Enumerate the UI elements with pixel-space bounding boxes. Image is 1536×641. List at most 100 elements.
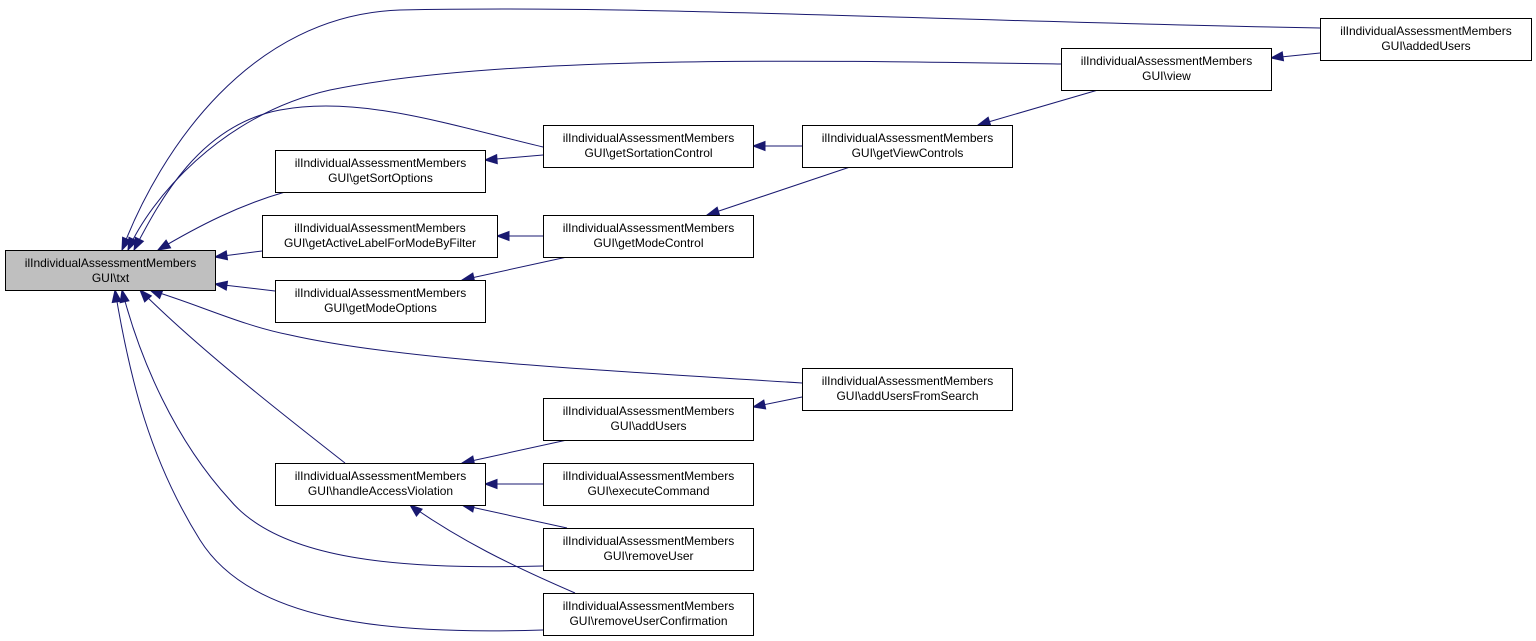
node-getActiveLabelForModeByFilter[interactable]: ilIndividualAssessmentMembersGUI\getActi…: [262, 215, 498, 258]
edge-addUsers-to-handleAccessViolation: [460, 439, 568, 466]
edge-arrowhead: [156, 239, 172, 251]
edge-arrowhead: [213, 250, 229, 261]
edge-line: [157, 191, 286, 251]
edge-getModeOptions-to-txt: [213, 280, 276, 292]
node-label-line1: ilIndividualAssessmentMembers: [563, 404, 734, 418]
node-box[interactable]: [543, 215, 754, 258]
node-label-line1: ilIndividualAssessmentMembers: [1081, 54, 1252, 68]
node-label-line2: GUI\view: [1142, 69, 1191, 83]
edge-arrowhead: [1269, 51, 1285, 62]
node-label-line2: GUI\removeUser: [603, 549, 693, 563]
edge-line: [706, 166, 851, 216]
edge-arrowhead: [213, 280, 229, 291]
edge-arrowhead: [751, 140, 766, 152]
edge-removeUser-to-txt: [119, 288, 544, 568]
node-box[interactable]: [543, 593, 754, 636]
node-label-line2: GUI\getActiveLabelForModeByFilter: [284, 236, 476, 250]
node-label-line2: GUI\handleAccessViolation: [308, 484, 453, 498]
edge-getModeControl-to-getActiveLabelForModeByFilter: [495, 230, 543, 242]
edge-line: [139, 289, 346, 464]
node-label-line2: GUI\getModeControl: [593, 236, 703, 250]
edge-line: [409, 504, 576, 594]
node-label-line1: ilIndividualAssessmentMembers: [295, 286, 466, 300]
node-removeUserConfirmation[interactable]: ilIndividualAssessmentMembersGUI\removeU…: [543, 593, 754, 636]
node-getModeOptions[interactable]: ilIndividualAssessmentMembersGUI\getMode…: [275, 280, 486, 323]
node-removeUser[interactable]: ilIndividualAssessmentMembersGUI\removeU…: [543, 528, 754, 571]
edge-arrowhead: [133, 236, 145, 252]
node-label-line1: ilIndividualAssessmentMembers: [563, 221, 734, 235]
edge-getModeControl-to-getModeOptions: [460, 256, 568, 283]
edge-getSortOptions-to-txt: [156, 191, 286, 251]
edge-arrowhead: [705, 206, 721, 217]
node-box[interactable]: [543, 125, 754, 168]
node-box[interactable]: [275, 463, 486, 506]
node-label-line1: ilIndividualAssessmentMembers: [563, 599, 734, 613]
edge-addUsersFromSearch-to-txt: [148, 289, 803, 384]
edge-executeCommand-to-handleAccessViolation: [483, 478, 543, 490]
node-label-line1: ilIndividualAssessmentMembers: [563, 469, 734, 483]
node-getModeControl[interactable]: ilIndividualAssessmentMembersGUI\getMode…: [543, 215, 754, 258]
edge-line: [114, 289, 544, 632]
edge-arrowhead: [976, 116, 992, 127]
node-addUsers[interactable]: ilIndividualAssessmentMembersGUI\addUser…: [543, 398, 754, 441]
node-box[interactable]: [5, 250, 216, 291]
node-box[interactable]: [543, 463, 754, 506]
node-label-line2: GUI\addUsersFromSearch: [836, 389, 978, 403]
node-label-line2: GUI\addUsers: [610, 419, 686, 433]
edge-arrowhead: [408, 504, 423, 517]
node-box[interactable]: [543, 398, 754, 441]
node-label-line1: ilIndividualAssessmentMembers: [25, 256, 196, 270]
node-label-line1: ilIndividualAssessmentMembers: [822, 131, 993, 145]
node-box[interactable]: [275, 150, 486, 193]
node-label-line1: ilIndividualAssessmentMembers: [1340, 24, 1511, 38]
node-label-line2: GUI\getSortationControl: [584, 146, 712, 160]
edge-arrowhead: [119, 288, 130, 304]
edge-addedUsers-to-view: [1269, 51, 1321, 62]
node-box[interactable]: [1061, 48, 1272, 91]
edge-getViewControls-to-getModeControl: [705, 166, 851, 217]
edge-arrowhead: [111, 288, 122, 304]
edge-line: [121, 289, 544, 568]
edge-arrowhead: [483, 153, 498, 165]
node-box[interactable]: [262, 215, 498, 258]
node-label-line1: ilIndividualAssessmentMembers: [294, 221, 465, 235]
edge-line: [121, 8, 1321, 251]
node-box[interactable]: [275, 280, 486, 323]
edge-line: [149, 289, 803, 384]
edge-line: [133, 105, 544, 251]
edge-removeUser-to-handleAccessViolation: [460, 502, 568, 529]
node-box[interactable]: [802, 368, 1013, 411]
node-addUsersFromSearch[interactable]: ilIndividualAssessmentMembersGUI\addUser…: [802, 368, 1013, 411]
edge-getSortationControl-to-getSortOptions: [483, 153, 544, 165]
edge-line: [461, 256, 568, 281]
edge-arrowhead: [495, 230, 510, 242]
edge-arrowhead: [751, 399, 767, 410]
node-addedUsers[interactable]: ilIndividualAssessmentMembersGUI\addedUs…: [1320, 18, 1532, 61]
node-label-line1: ilIndividualAssessmentMembers: [822, 374, 993, 388]
node-label-line2: GUI\addedUsers: [1381, 39, 1470, 53]
edge-getViewControls-to-getSortationControl: [751, 140, 802, 152]
edge-arrowhead: [483, 478, 498, 490]
edge-arrowhead: [148, 289, 164, 300]
node-label-line2: GUI\getSortOptions: [328, 171, 433, 185]
edge-getSortationControl-to-txt: [133, 105, 544, 252]
node-label-line2: GUI\getViewControls: [852, 146, 964, 160]
node-getViewControls[interactable]: ilIndividualAssessmentMembersGUI\getView…: [802, 125, 1013, 168]
node-handleAccessViolation[interactable]: ilIndividualAssessmentMembersGUI\handleA…: [275, 463, 486, 506]
node-getSortationControl[interactable]: ilIndividualAssessmentMembersGUI\getSort…: [543, 125, 754, 168]
node-label-line1: ilIndividualAssessmentMembers: [563, 131, 734, 145]
node-box[interactable]: [543, 528, 754, 571]
edge-removeUserConfirmation-to-txt: [111, 288, 544, 632]
node-executeCommand[interactable]: ilIndividualAssessmentMembersGUI\execute…: [543, 463, 754, 506]
edge-line: [977, 89, 1099, 126]
node-label-line2: GUI\txt: [92, 271, 130, 285]
edge-line: [461, 504, 568, 529]
node-box[interactable]: [1320, 18, 1532, 61]
edge-arrowhead: [139, 288, 153, 303]
node-box[interactable]: [802, 125, 1013, 168]
edge-line: [127, 60, 1062, 251]
node-getSortOptions[interactable]: ilIndividualAssessmentMembersGUI\getSort…: [275, 150, 486, 193]
